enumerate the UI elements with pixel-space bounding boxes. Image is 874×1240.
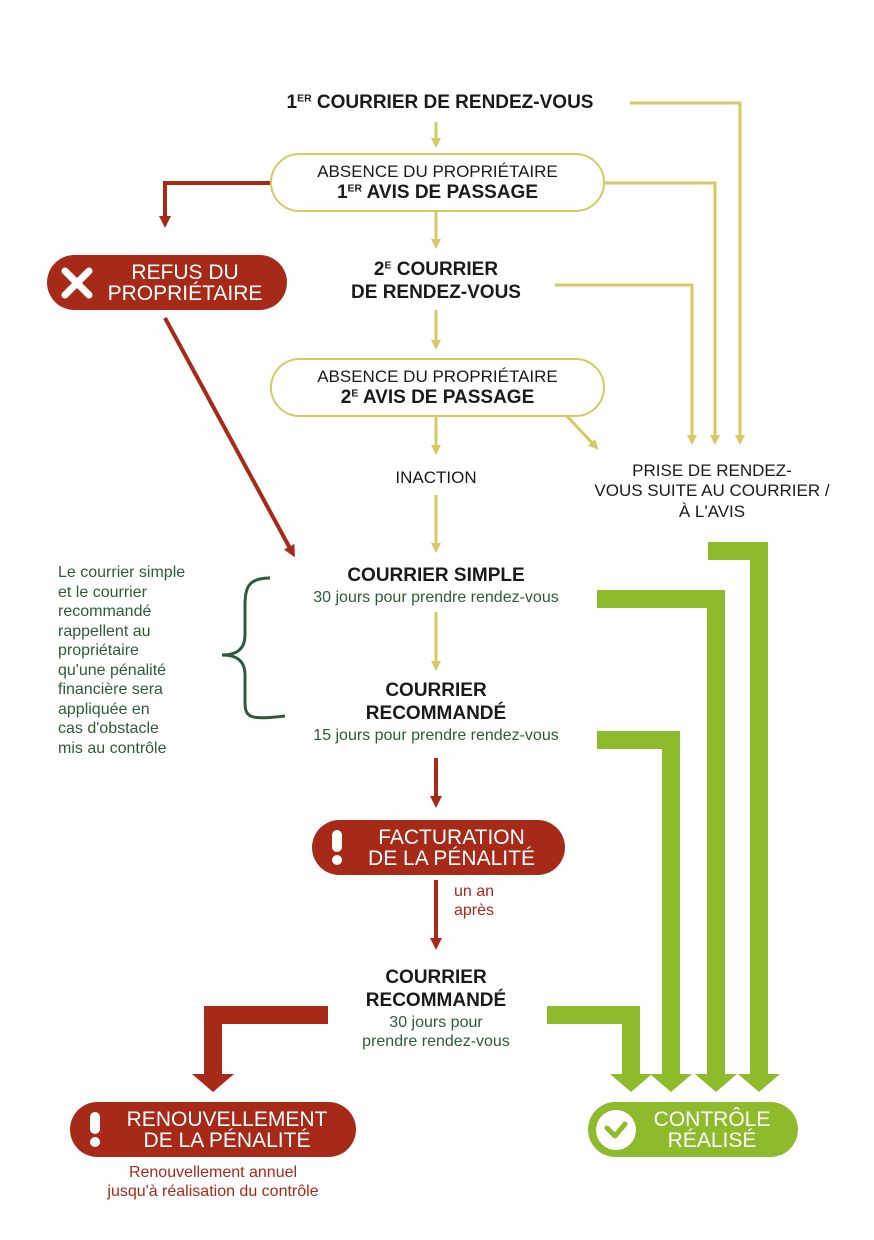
step1-title: 1ER COURRIER DE RENDEZ-VOUS (286, 92, 594, 113)
recommande1-sub: 15 jours pour prendre rendez-vous (313, 726, 559, 744)
arrow-prise-controle (708, 542, 780, 1092)
recommande1-line2: RECOMMANDÉ (365, 702, 507, 724)
arrow-recommande2-controle (547, 1006, 652, 1092)
courrier-simple-sub: 30 jours pour prendre rendez-vous (313, 588, 559, 606)
step2-title: 2E COURRIER DE RENDEZ-VOUS (351, 259, 521, 303)
recommande1: COURRIER RECOMMANDÉ 15 jours pour prendr… (276, 680, 596, 745)
recommande2-line1: COURRIER (385, 967, 487, 988)
exclamation-icon (326, 830, 348, 865)
arrow-step2-prise (555, 283, 697, 445)
recommande2-sub1: 30 jours pour (389, 1013, 483, 1031)
check-icon (596, 1109, 636, 1150)
recommande2-sub2: prendre rendez-vous (362, 1032, 510, 1050)
x-icon (57, 263, 97, 303)
avis1-line1: ABSENCE DU PROPRIÉTAIRE (317, 161, 558, 181)
avis1-box: ABSENCE DU PROPRIÉTAIRE 1ER AVIS DE PASS… (270, 153, 605, 212)
arrow-simple-controle (597, 590, 737, 1092)
arrow-refus-simple (163, 317, 295, 558)
inaction-label: INACTION (395, 468, 477, 487)
recommande2-line2: RECOMMANDÉ (365, 989, 507, 1011)
courrier-simple-title: COURRIER SIMPLE (347, 565, 525, 586)
avis2-line1: ABSENCE DU PROPRIÉTAIRE (317, 366, 558, 386)
side-brace (221, 576, 286, 720)
avis2-line2: 2E AVIS DE PASSAGE (340, 386, 535, 408)
courrier-simple: COURRIER SIMPLE 30 jours pour prendre re… (276, 565, 596, 607)
arrow-recommande2-renouvellement (192, 1006, 328, 1092)
recommande1-line1: COURRIER (385, 680, 487, 701)
exclamation-icon (84, 1112, 106, 1147)
avis2-box: ABSENCE DU PROPRIÉTAIRE 2E AVIS DE PASSA… (270, 358, 605, 417)
arrow-recommande1-controle (597, 731, 692, 1092)
arrow-step1-prise (630, 101, 745, 445)
arrow-avis1-refus (159, 181, 270, 228)
arrow-avis1-prise (605, 181, 720, 445)
recommande2: COURRIER RECOMMANDÉ 30 jours pour prendr… (306, 967, 566, 1051)
avis1-line2: 1ER AVIS DE PASSAGE (336, 181, 539, 203)
arrow-avis2-prise (563, 412, 599, 450)
prise-rdv-text: PRISE DE RENDEZ-VOUS SUITE AU COURRIER /… (594, 461, 830, 521)
